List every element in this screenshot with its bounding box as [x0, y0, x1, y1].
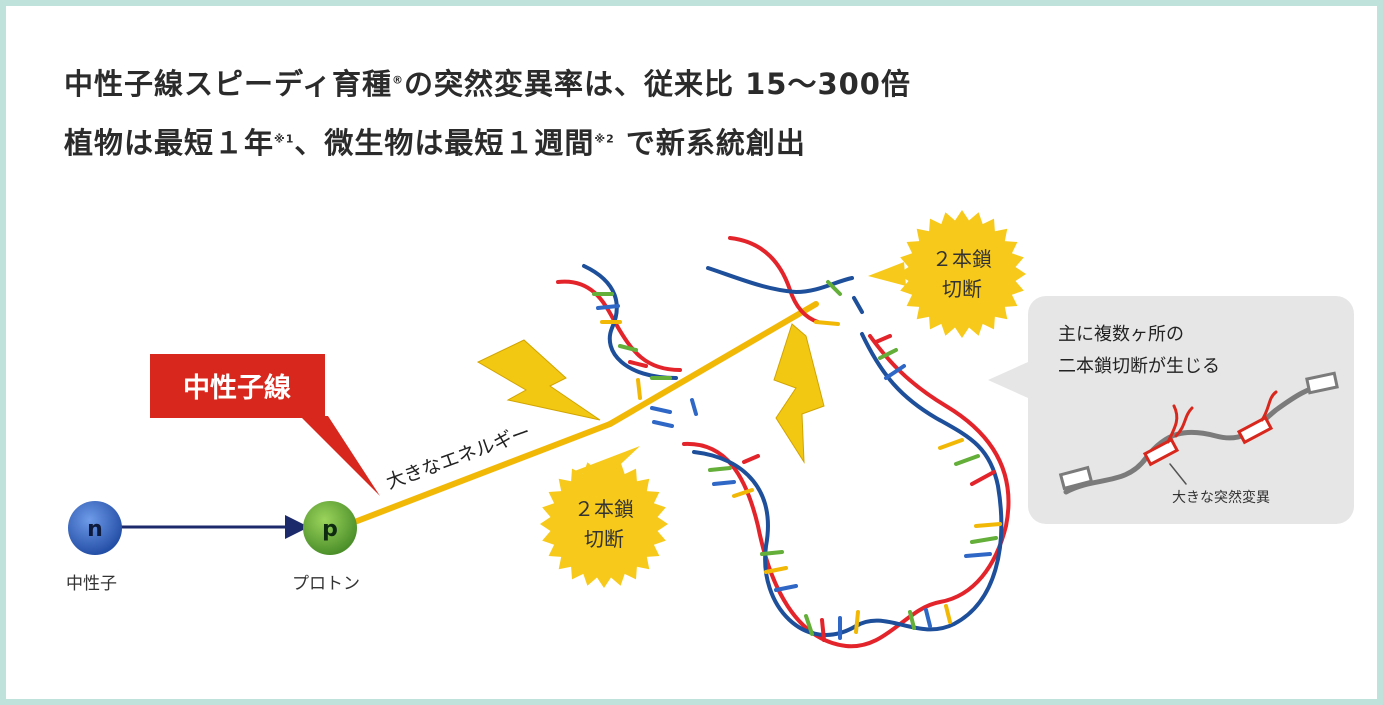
- headline-line-2-part-2: 、微生物は最短１週間: [294, 126, 595, 160]
- neutron-ray-banner: 中性子線: [150, 354, 380, 496]
- neutron: n: [68, 501, 122, 555]
- banner-box: [150, 354, 325, 418]
- proton-label: プロトン: [292, 574, 360, 594]
- mutation-label: 大きな突然変異: [1172, 489, 1270, 506]
- chromosome-end-right: [1305, 371, 1339, 395]
- dna-strand-upper-left: [556, 264, 682, 400]
- callout-pointer: [988, 362, 1028, 398]
- headline-line-2-part-3: で新系統創出: [614, 126, 806, 160]
- beam-segment-2: [607, 301, 819, 427]
- lightning-bolt-middle-icon: [773, 323, 825, 464]
- burst-right-pointer: [868, 262, 906, 286]
- burst-right-line-1: ２本鎖: [932, 247, 992, 271]
- banner-pointer: [300, 416, 380, 496]
- footnote-marker-1: ※1: [274, 132, 295, 146]
- lightning-bolt-left-icon: [476, 339, 601, 421]
- burst-left-line-1: ２本鎖: [574, 497, 634, 521]
- proton-sphere: [303, 501, 357, 555]
- burst-right: ２本鎖 切断: [868, 210, 1026, 338]
- page-frame: 中性子線スピーディ育種®の突然変異率は、従来比 15～300倍 植物は最短１年※…: [6, 6, 1377, 699]
- beam-segment-1: [349, 421, 613, 526]
- proton-symbol: p: [322, 517, 338, 542]
- headline-line-2-part-1: 植物は最短１年: [64, 126, 275, 160]
- dna-loop: [682, 332, 1011, 649]
- headline-line-2: 植物は最短１年※1、微生物は最短１週間※2 で新系統創出: [64, 120, 806, 162]
- callout: 主に複数ヶ所の 二本鎖切断が生じる 大きな突然変異: [988, 296, 1354, 524]
- neutron-label: 中性子: [66, 574, 117, 594]
- dna-strand-upper-right: [706, 236, 864, 326]
- burst-left: ２本鎖 切断: [540, 446, 668, 588]
- mutated-chromosome: [1058, 371, 1339, 495]
- registered-mark: ®: [391, 73, 404, 87]
- neutron-symbol: n: [87, 517, 103, 542]
- mutation-site-2: [1236, 415, 1274, 445]
- headline-line-1: 中性子線スピーディ育種®の突然変異率は、従来比 15～300倍: [64, 61, 911, 103]
- burst-left-icon: [540, 460, 668, 588]
- burst-right-icon: [898, 210, 1026, 338]
- chromosome-end-left: [1058, 465, 1094, 491]
- neutron-sphere: [68, 501, 122, 555]
- headline-line-1-prefix: 中性子線スピーディ育種: [64, 67, 392, 101]
- burst-right-line-2: 切断: [942, 277, 982, 301]
- proton: p: [303, 501, 357, 555]
- footnote-marker-2: ※2: [594, 132, 615, 146]
- broken-bases-left: [650, 398, 698, 428]
- callout-line-2: 二本鎖切断が生じる: [1058, 356, 1220, 377]
- mutation-diagram: 中性子線 大きなエネルギー n 中性子 p プロトン: [66, 210, 1354, 649]
- burst-left-pointer: [572, 446, 640, 478]
- energy-beam: [349, 301, 819, 526]
- banner-label: 中性子線: [183, 372, 291, 404]
- callout-line-1: 主に複数ヶ所の: [1058, 324, 1184, 345]
- headline-line-1-suffix: の突然変異率は、従来比 15～300倍: [403, 67, 911, 101]
- burst-left-line-2: 切断: [584, 527, 624, 551]
- mutation-site-1: [1142, 437, 1180, 467]
